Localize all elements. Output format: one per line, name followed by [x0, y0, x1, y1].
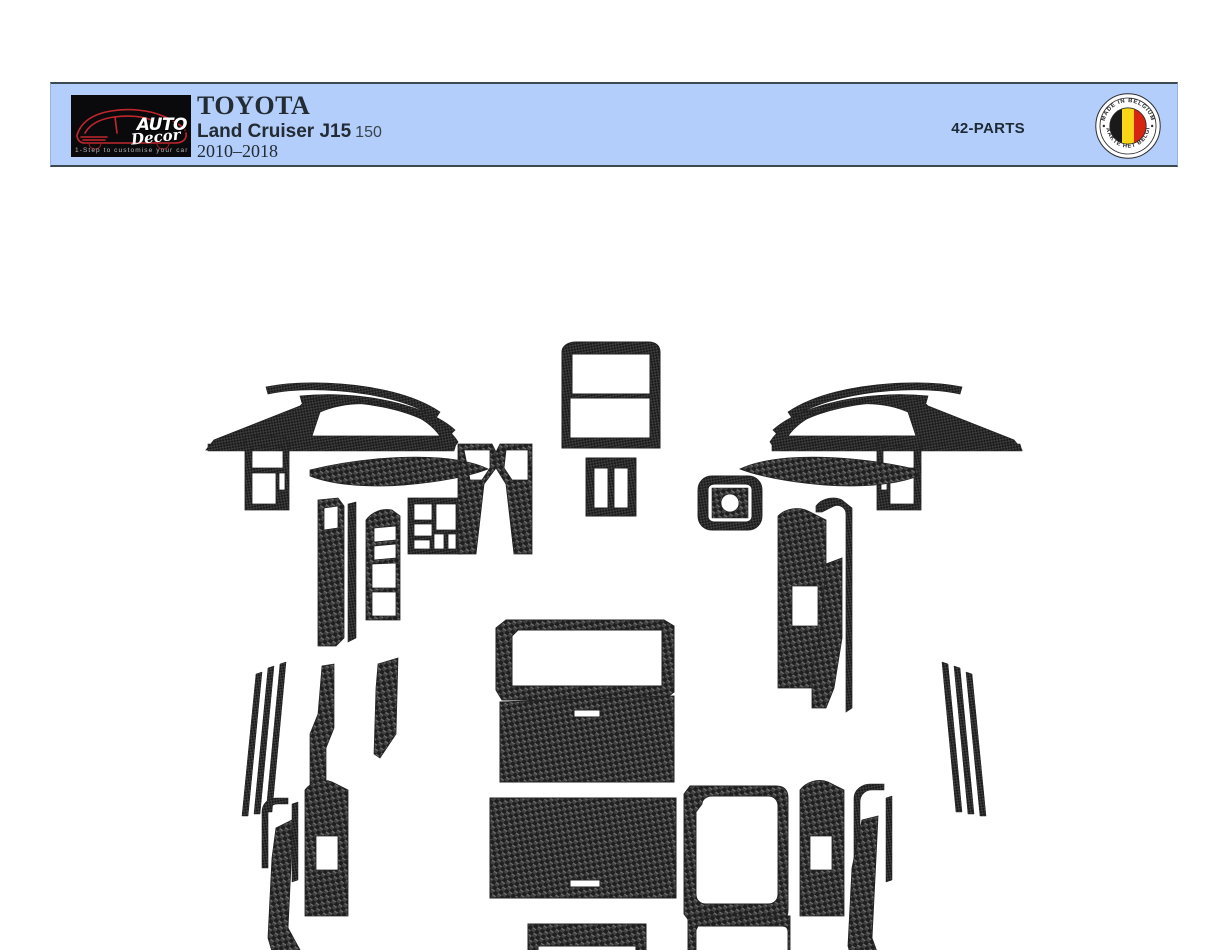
trim-part — [941, 661, 963, 813]
vehicle-make: TOYOTA — [197, 91, 311, 120]
trim-part — [265, 382, 441, 419]
trim-part — [953, 665, 975, 815]
parts-count-label: 42-PARTS — [951, 120, 1025, 137]
trim-part — [561, 341, 661, 449]
trim-part — [811, 557, 843, 709]
trim-part — [697, 475, 763, 531]
brand-logo: AUTO Decor 1-Step to customise your car — [71, 95, 191, 157]
part-group-center — [489, 341, 677, 950]
trim-part — [265, 661, 287, 813]
trim-part — [527, 923, 647, 950]
trim-part — [373, 657, 399, 759]
trim-part — [365, 509, 401, 621]
trim-part — [687, 915, 791, 950]
trim-part — [347, 501, 357, 643]
trim-part — [241, 671, 263, 817]
trim-part — [457, 443, 497, 555]
parts-diagram — [0, 168, 1228, 950]
trim-part — [965, 671, 987, 817]
vehicle-model-code: 150 — [355, 123, 382, 141]
trim-part — [317, 497, 345, 647]
trim-part — [787, 382, 963, 419]
trim-part — [720, 493, 740, 513]
trim-part — [585, 457, 637, 517]
parts-diagram-svg — [0, 168, 1228, 950]
car-silhouette-icon — [76, 108, 187, 150]
trim-part — [799, 780, 845, 917]
trim-part — [253, 665, 275, 815]
vehicle-model: Land Cruiser J15 — [197, 120, 352, 142]
trim-part — [815, 497, 853, 713]
vehicle-year-range: 2010–2018 — [197, 141, 278, 162]
trim-part — [244, 435, 290, 511]
trim-part — [499, 695, 675, 783]
header-bar: AUTO Decor 1-Step to customise your car … — [50, 82, 1178, 167]
trim-part — [489, 797, 677, 899]
trim-part — [495, 443, 533, 555]
trim-part — [309, 456, 489, 487]
trim-part — [261, 797, 289, 869]
trim-part — [847, 815, 879, 950]
part-group-right — [683, 382, 1023, 950]
trim-part — [771, 443, 1023, 452]
trim-part — [739, 456, 919, 487]
part-group-left — [205, 382, 533, 950]
trim-part — [304, 780, 349, 917]
logo-wordmark: AUTO — [136, 115, 188, 135]
logo-tagline: 1-Step to customise your car — [75, 147, 189, 154]
trim-part — [885, 795, 893, 883]
trim-part — [291, 801, 299, 883]
